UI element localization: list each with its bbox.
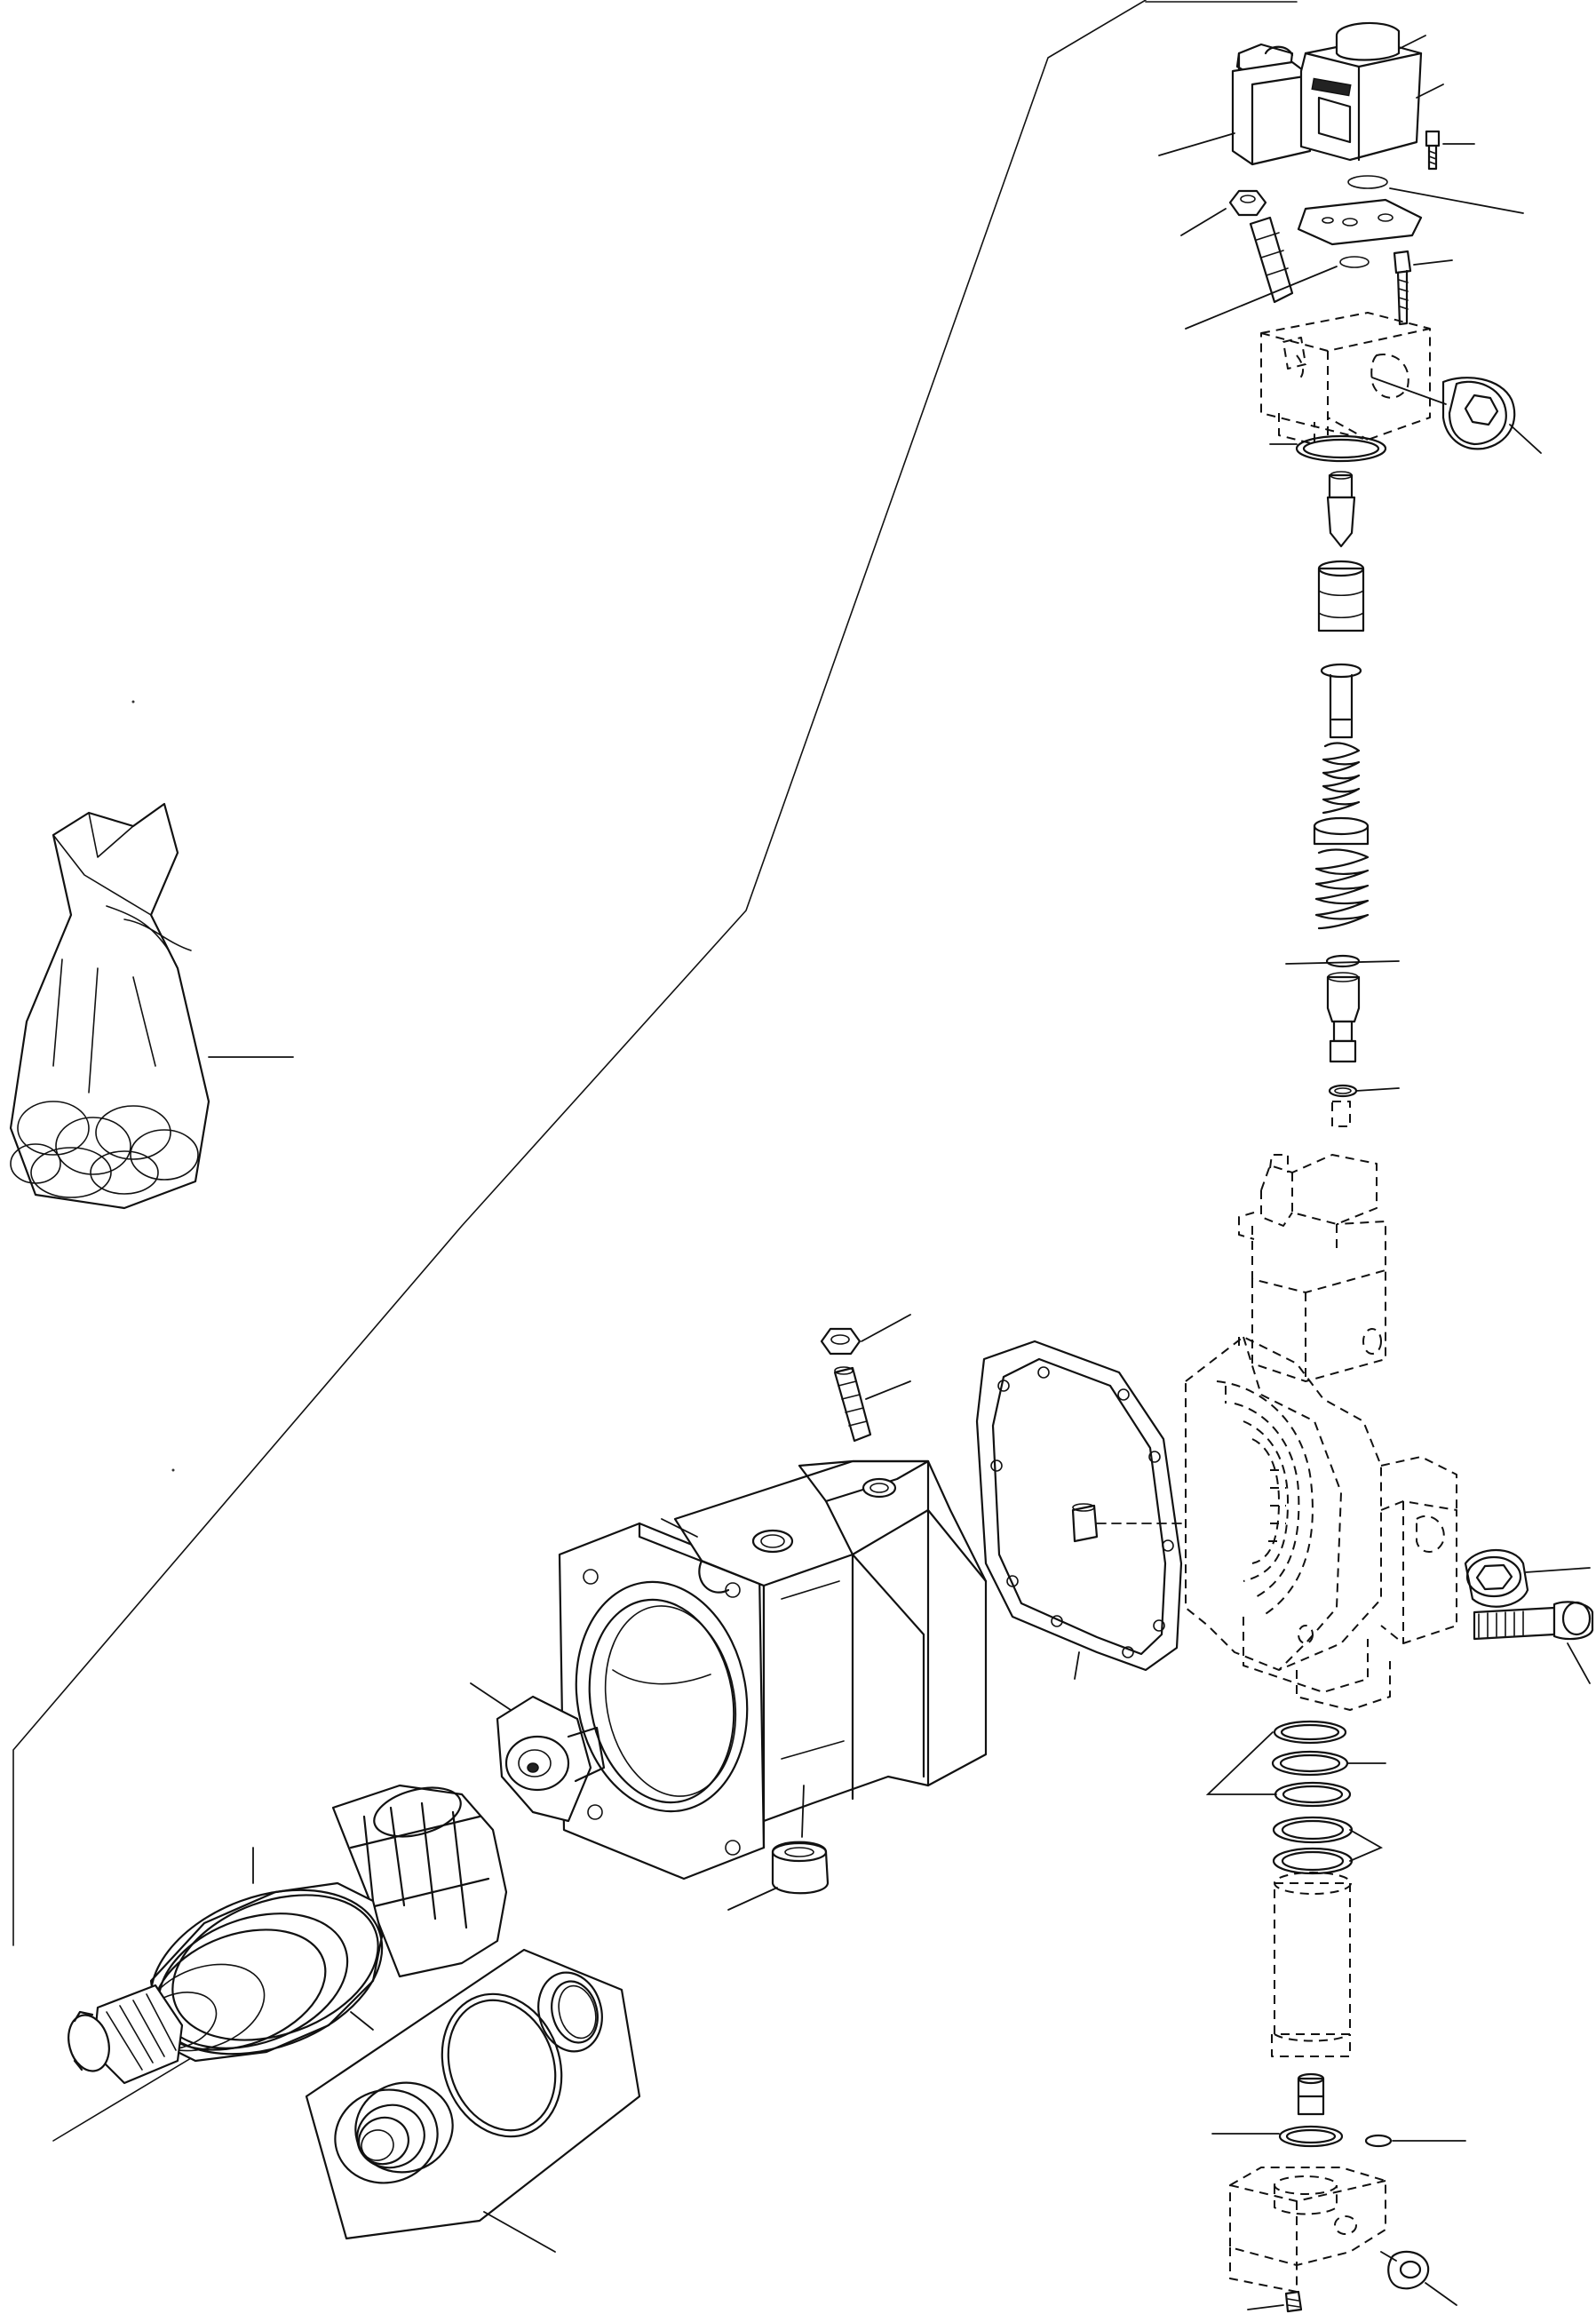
housing-plug-bottom — [728, 1785, 828, 1910]
o-ring-large-upper — [1270, 436, 1386, 461]
cap-screw — [1474, 1602, 1592, 1683]
leaders-solenoid — [1159, 36, 1474, 155]
housing-gasket — [977, 1341, 1181, 1679]
rotating-group — [62, 1779, 506, 2084]
lower-plug — [1381, 2252, 1457, 2305]
lower-screw — [1248, 2292, 1301, 2311]
plate-screw — [1394, 251, 1452, 324]
port-plug — [1465, 1550, 1590, 1607]
lower-valve-block — [1230, 2167, 1386, 2292]
swash-plate — [471, 1683, 604, 1821]
leader-line — [662, 1519, 697, 1537]
solenoid-coils — [169, 0, 1596, 164]
motor-housing — [559, 1461, 986, 1879]
valve-spool-stack — [1286, 472, 1399, 1096]
seal-kit-bag — [11, 804, 209, 1208]
control-housing — [1186, 1101, 1457, 1710]
bearing-seal-kit — [306, 1950, 639, 2252]
housing-stud — [835, 1367, 910, 1441]
solenoid-screw — [1426, 131, 1439, 169]
dowel-pin — [1073, 1504, 1181, 1541]
control-valve-block — [1261, 313, 1430, 444]
lower-cylinder — [1272, 1873, 1351, 2056]
housing-nut-top — [822, 1315, 910, 1354]
small-oring — [1186, 257, 1369, 329]
valve-plate — [1298, 176, 1523, 244]
port-plug-upper — [1372, 378, 1541, 453]
valve-nut — [1181, 191, 1292, 302]
o-ring-set — [1208, 1722, 1386, 1873]
lower-valve-insert — [1298, 2074, 1323, 2114]
scan-specks — [131, 700, 175, 1472]
lower-o-rings — [1212, 2127, 1465, 2146]
